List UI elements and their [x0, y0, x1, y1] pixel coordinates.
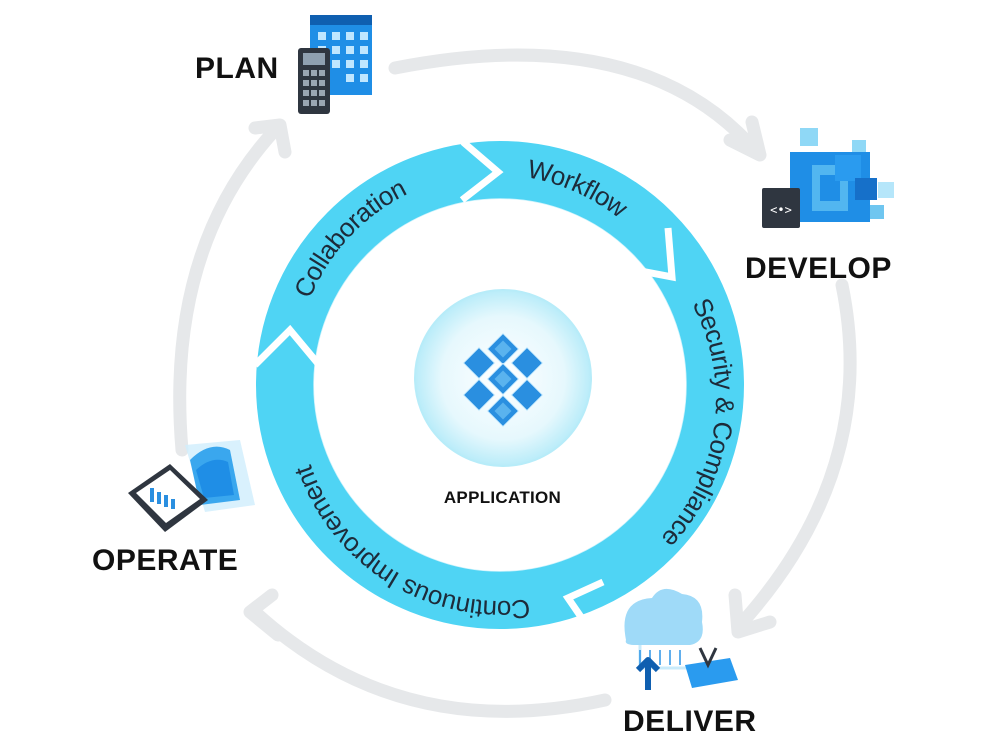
arrow-develop-to-deliver [733, 278, 857, 632]
chevron-workflow-security [624, 227, 676, 282]
arrow-operate-to-plan [173, 123, 282, 457]
cube-cluster-icon [462, 332, 544, 428]
ring-inner-edge [313, 198, 687, 572]
phase-label-plan: PLAN [195, 52, 279, 85]
phase-label-deliver: DELIVER [623, 705, 757, 738]
outer-arrowheads [243, 115, 777, 642]
outer-cycle-arrows [173, 48, 857, 718]
center-application-label: APPLICATION [443, 488, 562, 507]
calendar-calculator-icon [298, 15, 372, 114]
code-cubes-icon: <•> [762, 128, 894, 228]
arrow-plan-to-develop [388, 48, 762, 157]
center-application [414, 289, 592, 467]
cloud-upload-icon [624, 588, 738, 690]
monitor-chart-icon [128, 440, 255, 532]
chevron-collab-workflow [459, 139, 504, 203]
svg-text:<•>: <•> [770, 203, 792, 217]
phase-label-develop: DEVELOP [745, 252, 892, 285]
chevron-continuous-collab [252, 324, 323, 369]
chevron-security-continuous [562, 578, 605, 632]
inner-ring [252, 139, 744, 632]
phase-label-operate: OPERATE [92, 544, 239, 577]
ring-chevrons [252, 139, 676, 632]
arrow-deliver-to-operate [248, 605, 612, 718]
